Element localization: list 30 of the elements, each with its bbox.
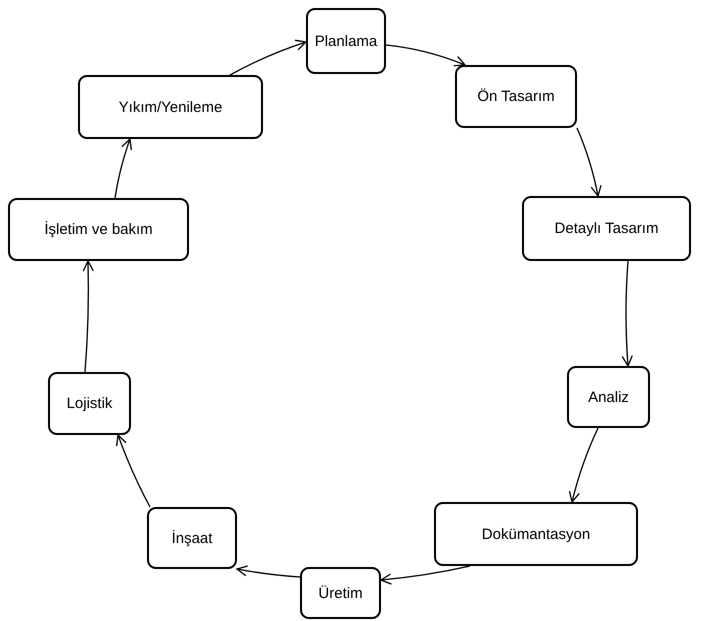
step-label: Dokümantasyon xyxy=(482,526,590,542)
arrow xyxy=(116,434,151,508)
process-box xyxy=(147,507,237,569)
process-box xyxy=(455,65,577,128)
process-box xyxy=(522,196,691,261)
arrow xyxy=(576,128,602,197)
process-box xyxy=(48,372,131,435)
process-box xyxy=(434,502,638,566)
step-label: İnşaat xyxy=(172,530,212,546)
arrow xyxy=(114,138,132,198)
step-label: Analiz xyxy=(588,388,629,406)
arrow xyxy=(622,260,633,367)
step-label: Ön Tasarım xyxy=(477,88,555,105)
process-box xyxy=(300,567,381,619)
process-box xyxy=(306,8,386,74)
step-label: Lojistik xyxy=(66,395,112,412)
arrow xyxy=(386,44,466,67)
process-box xyxy=(78,75,263,139)
arrow xyxy=(236,565,300,578)
step-label: Detaylı Tasarım xyxy=(554,220,658,237)
arrow xyxy=(82,260,94,372)
step-label: Planlama xyxy=(314,32,378,50)
process-box xyxy=(567,366,650,428)
arrow xyxy=(230,40,307,76)
step-label: Üretim xyxy=(318,584,363,602)
step-label: Yıkım/Yenileme xyxy=(118,98,222,116)
step-label: İşletim ve bakım xyxy=(44,221,153,238)
arrow xyxy=(380,565,470,585)
process-box xyxy=(8,198,189,261)
arrow xyxy=(568,428,599,503)
